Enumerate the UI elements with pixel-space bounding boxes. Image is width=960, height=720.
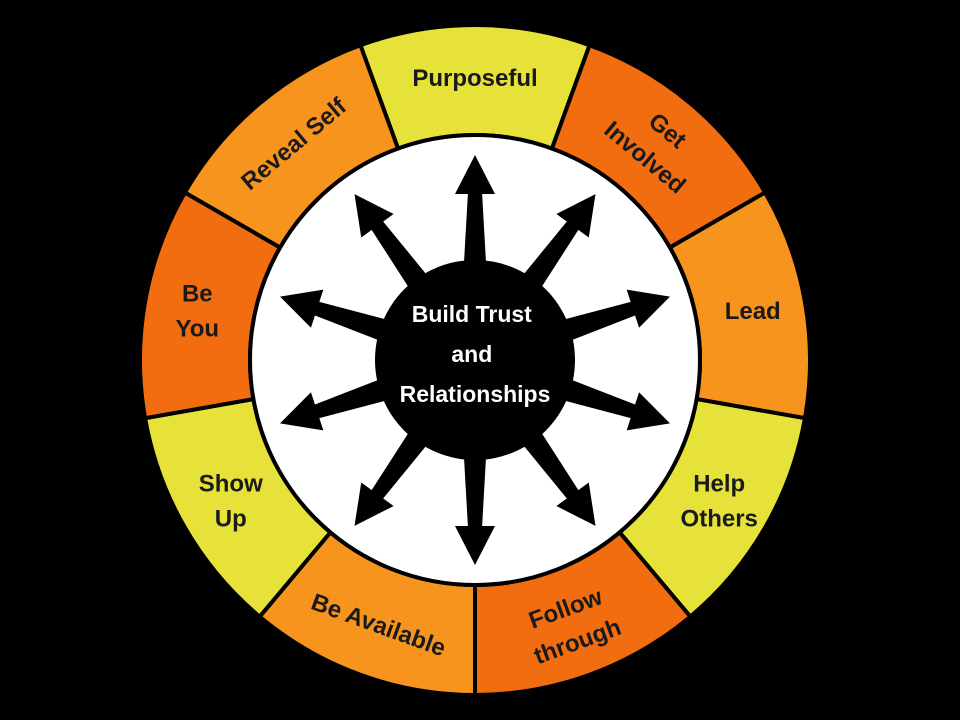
arrow bbox=[455, 155, 495, 280]
segment-label: Purposeful bbox=[412, 65, 537, 92]
center-line-1: Build Trust bbox=[412, 301, 532, 327]
segment-label-line: Show bbox=[199, 471, 263, 498]
segment-label-line: Others bbox=[681, 506, 758, 533]
center-line-3: Relationships bbox=[400, 381, 551, 407]
segment-label-line: Help bbox=[693, 471, 745, 498]
segment-label: Lead bbox=[725, 298, 781, 325]
segment-label-line: Up bbox=[215, 506, 247, 533]
arrow bbox=[455, 440, 495, 565]
segment-label-line: You bbox=[176, 316, 220, 343]
center-label: Build Trust and Relationships bbox=[400, 301, 551, 407]
center-line-2: and bbox=[451, 341, 492, 367]
segment-label-line: Be bbox=[182, 281, 213, 308]
segment-label-line: Lead bbox=[725, 298, 781, 325]
center-hub bbox=[375, 260, 575, 460]
segment-label-line: Purposeful bbox=[412, 65, 537, 92]
